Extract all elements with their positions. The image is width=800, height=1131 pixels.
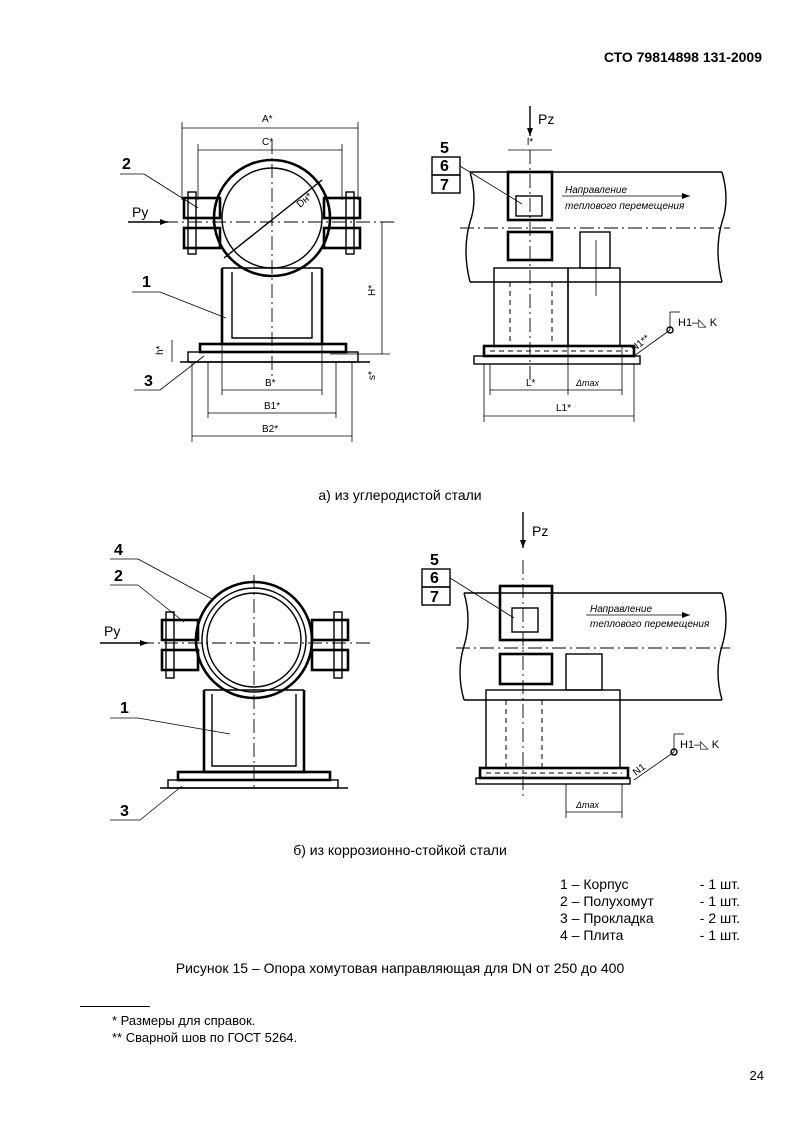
pos-6-a: 6 — [440, 158, 449, 175]
legend-item-name: 1 – Корпус — [560, 876, 629, 892]
pos-7-b: 7 — [430, 589, 439, 606]
legend-item-name: 3 – Прокладка — [560, 910, 654, 926]
pos-3-b: 3 — [120, 803, 129, 820]
figure-b-drawing: 4 2 Py 1 3 Pz — [100, 512, 730, 821]
footnotes: * Размеры для справок. ** Сварной шов по… — [112, 1012, 297, 1046]
dim-h-small: h* — [155, 345, 166, 355]
dim-dn: Dн* — [295, 191, 315, 210]
pos-2: 2 — [122, 156, 131, 173]
dim-dmax-b: Δmax — [575, 800, 600, 810]
dim-b1: B1* — [264, 401, 280, 412]
direction-label-1: Направление — [565, 185, 627, 196]
figure-title: Рисунок 15 – Опора хомутовая направляюща… — [175, 960, 625, 976]
dim-s: s* — [367, 371, 378, 380]
figure-a-side-view: Pz l* 5 6 7 Направление теплового переме… — [431, 106, 730, 422]
dim-c: C* — [262, 137, 273, 148]
pos-1-b: 1 — [120, 700, 129, 717]
figure-a-drawing: A* C* Dн* Py H* s* — [120, 106, 730, 442]
dim-h-big: H* — [367, 285, 378, 296]
force-pz-b: Pz — [532, 523, 548, 539]
legend-item-qty: - 1 шт. — [699, 893, 740, 909]
weld-symbol-a: H1–◺ K — [678, 317, 718, 329]
parts-legend: 1 – Корпус - 1 шт. 2 – Полухомут - 1 шт.… — [560, 876, 740, 944]
pos-4: 4 — [114, 542, 123, 559]
direction-label-b1: Направление — [590, 604, 652, 615]
dim-b: B* — [265, 378, 276, 389]
pos-6-b: 6 — [430, 570, 439, 587]
legend-item: 1 – Корпус - 1 шт. — [560, 876, 740, 893]
force-py: Py — [132, 204, 148, 220]
figure-b-front-view: 4 2 Py 1 3 — [100, 542, 372, 821]
legend-item-qty: - 1 шт. — [699, 876, 740, 892]
legend-item-qty: - 1 шт. — [699, 927, 740, 943]
dim-l-small: l* — [527, 137, 533, 148]
figure-b-side-view: Pz 5 6 7 Направление теплового перемещен… — [421, 512, 730, 818]
footnote-item: ** Сварной шов по ГОСТ 5264. — [112, 1030, 298, 1045]
page-number: 24 — [749, 1068, 764, 1083]
figure-a-front-view: A* C* Dн* Py H* s* — [120, 114, 395, 442]
dim-l-big: L* — [526, 378, 536, 389]
dim-b2: B2* — [262, 424, 278, 435]
footnote-separator — [80, 1006, 150, 1007]
pos-2-b: 2 — [114, 568, 123, 585]
pos-5-a: 5 — [440, 140, 449, 157]
pos-1: 1 — [142, 274, 151, 291]
dim-a: A* — [262, 114, 273, 125]
figure-a-caption: а) из углеродистой стали — [318, 487, 482, 503]
footnote-item: * Размеры для справок. — [112, 1013, 256, 1028]
dim-l1: L1* — [556, 403, 571, 414]
legend-item: 2 – Полухомут - 1 шт. — [560, 893, 740, 910]
legend-item: 4 – Плита - 1 шт. — [560, 927, 740, 944]
legend-item: 3 – Прокладка - 2 шт. — [560, 910, 740, 927]
pos-3: 3 — [144, 373, 153, 390]
pos-5-b: 5 — [430, 552, 439, 569]
document-code: СТО 79814898 131-2009 — [603, 49, 762, 65]
dim-dmax-a: Δmax — [575, 378, 600, 388]
direction-label-2: теплового перемещения — [565, 201, 685, 212]
legend-item-qty: - 2 шт. — [699, 910, 740, 926]
legend-item-name: 2 – Полухомут — [560, 893, 654, 909]
direction-label-b2: теплового перемещения — [590, 619, 710, 630]
weld-symbol-b: H1–◺ K — [680, 739, 720, 751]
pos-7-a: 7 — [440, 177, 449, 194]
force-py-b: Py — [104, 623, 120, 639]
force-pz: Pz — [538, 111, 554, 127]
legend-item-name: 4 – Плита — [560, 927, 624, 943]
figure-b-caption: б) из коррозионно-стойкой стали — [293, 842, 507, 858]
